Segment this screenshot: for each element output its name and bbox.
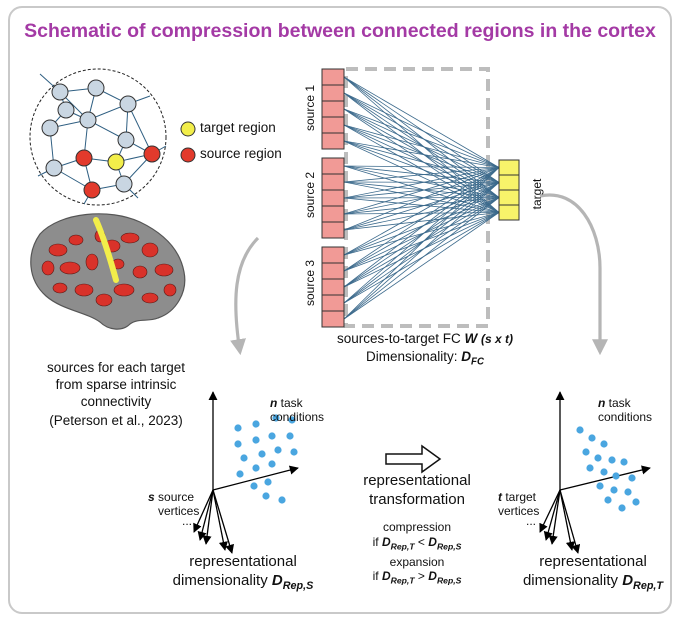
right-plot-points [576,426,640,512]
expansion-condition: if DRep,T > DRep,S [372,569,462,586]
grey-arrow-right [539,193,608,356]
grey-arrow-left [230,236,260,356]
transformation-line1: representational [363,472,471,489]
left-dim-line1: representational [189,553,297,570]
right-t-ellipsis: ... [526,514,537,528]
fc-caption: sources-to-target FC W (s x t) [318,331,532,346]
figure-frame [8,6,672,614]
brain-illustration [30,213,186,330]
compression-condition: if DRep,T < DRep,S [372,535,462,552]
sources-note-line3: connectivity [80,394,152,409]
fc-dim-label: Dimensionality: [365,349,458,364]
left-s-ellipsis: ... [182,514,193,528]
source-1-label: source 1 [303,84,317,132]
left-n-conditions-line2: conditions [270,410,325,424]
fc-dims: (s x t) [481,332,514,346]
right-t-vertices: t target [498,490,537,504]
left-s-vertices-line2: vertices [158,504,200,518]
fc-connection-lines [343,76,500,320]
transformation-arrow [385,444,442,474]
left-n-conditions: n task [270,396,303,410]
graph-boundary-circle [29,68,167,206]
expansion-label: expansion [389,555,445,569]
brain-target-stripe [93,217,119,283]
legend-source-label: source region [200,146,282,161]
fc-dimensionality: Dimensionality: DFC [318,349,532,368]
right-t-vertices-line2: vertices [498,504,540,518]
right-dim-line2: dimensionality DRep,T [522,572,664,592]
right-dim-line1: representational [539,553,647,570]
source-blocks [321,68,345,328]
network-graph-inset [29,68,167,206]
left-plot-axes [193,391,299,554]
sources-note-line1: sources for each target [46,360,186,375]
left-s-vertices: s source [148,490,195,504]
sources-note-line4: (Peterson et al., 2023) [49,413,183,428]
transformation-line2: transformation [369,491,465,508]
sources-note-line2: from sparse intrinsic [55,377,177,392]
target-label: target [530,178,544,210]
fc-w-symbol: W [464,331,478,346]
source-2-label: source 2 [303,171,317,219]
left-plot-points [234,414,298,504]
left-dim-line2: dimensionality DRep,S [172,572,314,592]
source-3-label: source 3 [303,259,317,307]
right-plot-axes [539,391,651,554]
legend-target-dot [180,121,196,137]
right-n-conditions-line2: conditions [598,410,653,424]
legend-target-label: target region [200,120,276,135]
figure-title: Schematic of compression between connect… [24,20,656,42]
graph-nodes [41,79,161,199]
fc-dim-symbol: D [461,349,472,364]
fc-caption-text: sources-to-target FC [336,331,461,346]
compression-label: compression [382,520,452,534]
fc-dim-sub: FC [471,356,485,368]
target-block [498,159,520,221]
legend-source-dot [180,147,196,163]
right-n-conditions: n task [598,396,631,410]
